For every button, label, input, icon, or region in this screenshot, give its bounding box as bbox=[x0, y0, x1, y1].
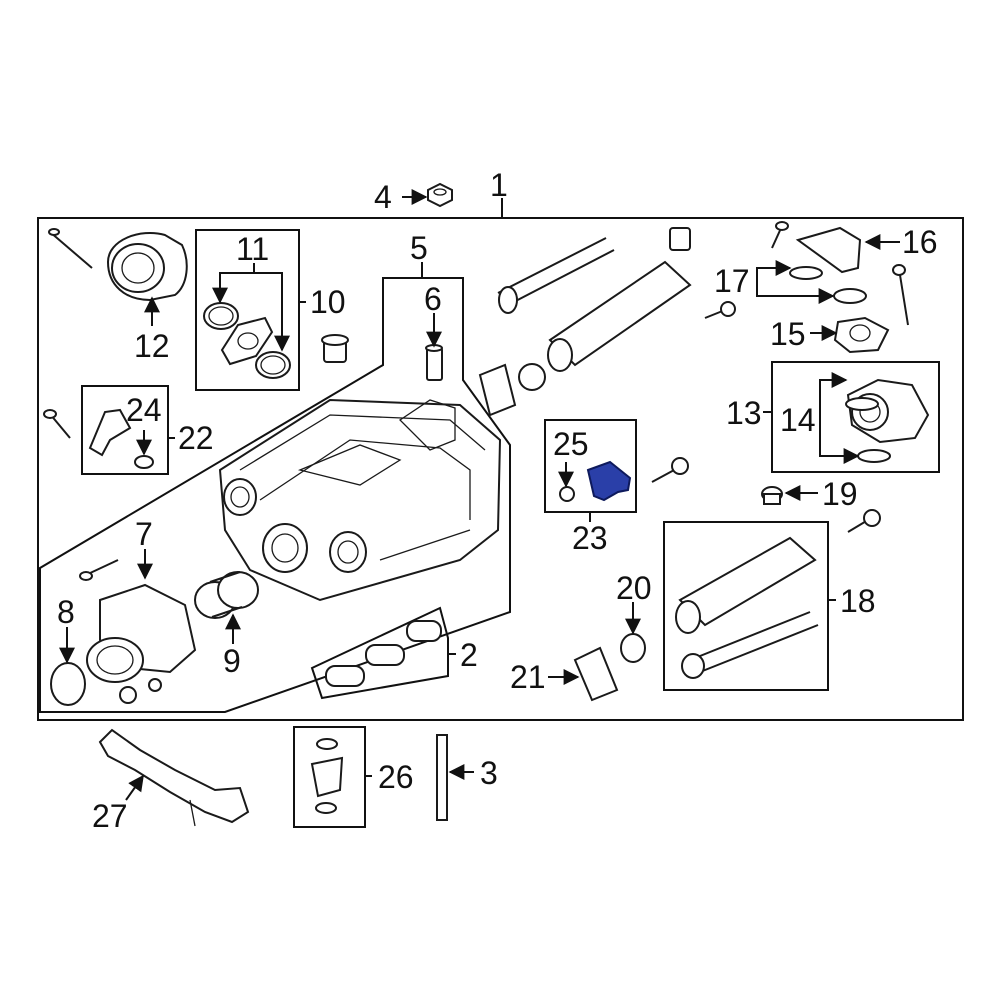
plug-part-19 bbox=[761, 486, 783, 505]
pipe-part-27 bbox=[98, 728, 250, 827]
bolt-18 bbox=[847, 509, 881, 533]
throttle-body-part-13 bbox=[845, 378, 930, 463]
callout-6: 6 bbox=[424, 281, 442, 317]
callout-2: 2 bbox=[460, 637, 478, 673]
inlet-part-7 bbox=[79, 559, 197, 704]
dowel-part-6 bbox=[425, 344, 443, 381]
gasket-square bbox=[478, 363, 546, 417]
cap-part-8 bbox=[50, 662, 86, 706]
callout-24: 24 bbox=[126, 392, 162, 428]
sensor-part-23 bbox=[559, 460, 632, 502]
main-assembly-frame bbox=[37, 217, 964, 721]
callout-labels: 1 2 3 4 5 6 7 8 9 10 11 12 13 14 15 16 1… bbox=[57, 167, 938, 834]
flange-part-15 bbox=[833, 316, 890, 354]
callout-17: 17 bbox=[714, 263, 750, 299]
fitting-part-26 bbox=[310, 738, 344, 814]
supercharger-body bbox=[218, 398, 502, 602]
callout-5: 5 bbox=[410, 230, 428, 266]
sensor-highlight bbox=[586, 460, 632, 502]
callout-15: 15 bbox=[770, 316, 806, 352]
callout-11: 11 bbox=[236, 231, 269, 267]
coupler-part-9 bbox=[194, 571, 259, 619]
intercooler-part-18 bbox=[675, 536, 819, 679]
elbow-housing-part-12 bbox=[48, 228, 188, 302]
callout-16: 16 bbox=[902, 224, 938, 260]
cover-part-21 bbox=[573, 646, 619, 702]
o-ring-part-17 bbox=[789, 266, 867, 304]
callout-21: 21 bbox=[510, 659, 546, 695]
callout-8: 8 bbox=[57, 594, 75, 630]
box-13 bbox=[771, 361, 940, 473]
callout-25: 25 bbox=[553, 426, 589, 462]
nut-part-4 bbox=[427, 182, 453, 208]
callout-10: 10 bbox=[310, 284, 346, 320]
gasket-part-2 bbox=[325, 620, 442, 687]
bolt-left bbox=[43, 409, 71, 439]
outlet-part-16 bbox=[771, 221, 862, 274]
leader-lines bbox=[59, 189, 900, 801]
box-22 bbox=[81, 385, 169, 475]
callout-26: 26 bbox=[378, 759, 414, 795]
bolt-long-right bbox=[892, 264, 909, 326]
sleeve-part bbox=[321, 334, 349, 363]
callout-20: 20 bbox=[616, 570, 652, 606]
callout-13: 13 bbox=[726, 395, 762, 431]
box-18 bbox=[663, 521, 829, 691]
callout-1: 1 bbox=[490, 167, 508, 203]
callout-23: 23 bbox=[572, 520, 608, 556]
callout-3: 3 bbox=[480, 755, 498, 791]
o-ring-part-20 bbox=[620, 633, 646, 663]
callout-22: 22 bbox=[178, 420, 214, 456]
callout-9: 9 bbox=[223, 643, 241, 679]
o-ring-part-11 bbox=[203, 302, 291, 379]
callout-14: 14 bbox=[780, 402, 816, 438]
box-2 bbox=[310, 606, 449, 700]
callout-27: 27 bbox=[92, 798, 128, 834]
bolt-23 bbox=[651, 457, 689, 483]
callout-4: 4 bbox=[374, 179, 392, 215]
callout-18: 18 bbox=[840, 583, 876, 619]
box-10 bbox=[195, 229, 300, 391]
callout-19: 19 bbox=[822, 476, 858, 512]
callout-7: 7 bbox=[135, 516, 153, 552]
callout-12: 12 bbox=[134, 328, 170, 364]
stud-part-3 bbox=[436, 734, 448, 821]
bracket-part-22 bbox=[88, 408, 154, 469]
intercooler-upper bbox=[497, 227, 736, 372]
